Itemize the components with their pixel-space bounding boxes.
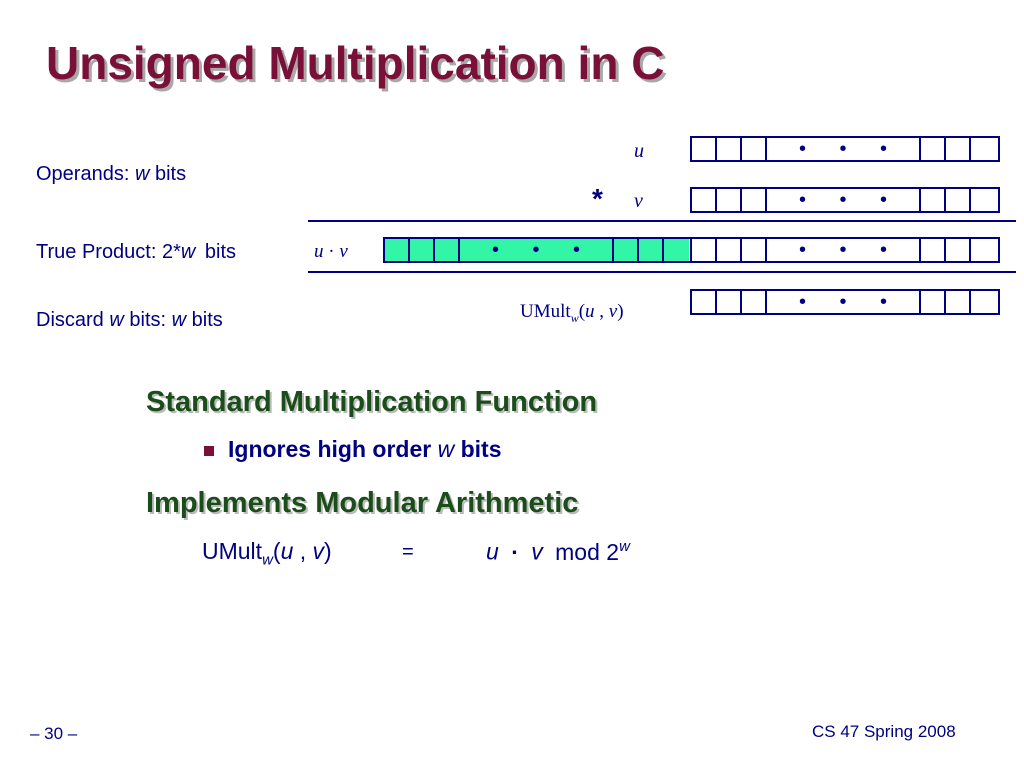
bullet-ignores-high-order: Ignores high order w bits: [204, 436, 501, 463]
bit-cell: [742, 291, 767, 313]
bottom-divider: [308, 271, 1016, 273]
operands-text: Operands:: [36, 163, 130, 185]
bit-cell: [692, 138, 717, 160]
discard-bits2: bits: [191, 309, 223, 331]
umult-comma: ,: [599, 301, 605, 322]
formula-open: (: [272, 538, 281, 564]
discard-w1: w: [109, 309, 124, 331]
ellipsis-dots: • • •: [767, 189, 921, 211]
formula-exp: w: [619, 538, 630, 555]
formula-rhs-v: v: [531, 538, 543, 565]
u-label: u: [634, 140, 644, 162]
product-high-register: • • •: [383, 237, 692, 263]
bit-cell: [614, 239, 639, 261]
ellipsis-dots: • • •: [767, 239, 921, 261]
operands-w: w: [134, 163, 150, 185]
heading-standard-multiplication: Standard Multiplication Function: [146, 386, 598, 418]
bit-cell: [946, 138, 971, 160]
umult-formula: UMultw(u , v): [202, 538, 332, 569]
bit-cell: [717, 291, 742, 313]
bit-cell: [971, 189, 996, 211]
bit-cell: [639, 239, 664, 261]
formula-rhs: u · v mod 2w: [486, 538, 630, 566]
bit-cell: [664, 239, 689, 261]
bit-cell: [946, 189, 971, 211]
formula-u: u: [280, 538, 294, 564]
u-register: • • •: [690, 136, 1000, 162]
bit-cell: [692, 189, 717, 211]
bit-cell: [692, 291, 717, 313]
product-low-register: • • •: [690, 237, 1000, 263]
discard-text: Discard: [36, 309, 104, 331]
umult-sub: w: [570, 310, 579, 325]
discard-label: Discard w bits: w bits: [36, 309, 223, 332]
formula-rhs-u: u: [486, 538, 499, 565]
bit-cell: [717, 189, 742, 211]
formula-mod: mod 2: [555, 538, 620, 565]
umult-prefix: UMult: [520, 301, 571, 322]
v-label: v: [634, 190, 643, 212]
bit-cell: [971, 138, 996, 160]
uv-label: u · v: [314, 241, 348, 263]
bit-cell: [946, 239, 971, 261]
bit-cell: [717, 138, 742, 160]
true-product-bits: bits: [204, 241, 237, 263]
true-product-text: True Product: 2*: [36, 241, 181, 263]
v-register: • • •: [690, 187, 1000, 213]
umult-open: (: [578, 301, 586, 322]
formula-umult: UMult: [202, 538, 263, 564]
formula-comma: ,: [299, 538, 307, 564]
umult-close: ): [617, 301, 624, 322]
bit-cell: [971, 239, 996, 261]
bit-cell: [921, 239, 946, 261]
bit-cell: [971, 291, 996, 313]
ellipsis-dots: • • •: [767, 138, 921, 160]
bit-cell: [742, 189, 767, 211]
umult-u: u: [585, 301, 595, 322]
uv-dot: ·: [328, 241, 335, 262]
bullet1-pre: Ignores high order: [228, 436, 432, 462]
bit-cell: [410, 239, 435, 261]
formula-rhs-dot: ·: [511, 538, 519, 565]
operands-bits: bits: [154, 163, 187, 185]
slide-title: Unsigned Multiplication in C: [46, 37, 665, 89]
umult-v: v: [608, 301, 618, 322]
operands-label: Operands: w bits: [36, 163, 186, 186]
formula-v: v: [312, 538, 325, 564]
page-number: – 30 –: [30, 724, 78, 743]
bit-cell: [921, 189, 946, 211]
true-product-label: True Product: 2*w bits: [36, 241, 236, 264]
true-product-w: w: [180, 241, 196, 263]
formula-equals: =: [402, 541, 414, 563]
umult-label: UMultw(u , v): [520, 301, 624, 326]
bit-cell: [435, 239, 460, 261]
discard-bits1: bits:: [129, 309, 167, 331]
uv-u: u: [314, 241, 324, 262]
bit-cell: [742, 138, 767, 160]
bullet1-w: w: [437, 436, 455, 462]
bullet1-post: bits: [460, 436, 502, 462]
discard-w2: w: [171, 309, 187, 331]
bit-cell: [692, 239, 717, 261]
heading-modular-arithmetic: Implements Modular Arithmetic: [146, 487, 579, 519]
bit-cell: [742, 239, 767, 261]
bit-cell: [921, 138, 946, 160]
course-label: CS 47 Spring 2008: [812, 722, 956, 741]
bit-cell: [385, 239, 410, 261]
multiply-sign: *: [592, 183, 603, 214]
bit-cell: [921, 291, 946, 313]
ellipsis-dots: • • •: [767, 291, 921, 313]
umult-register: • • •: [690, 289, 1000, 315]
formula-sub: w: [262, 551, 273, 569]
formula-close: ): [324, 538, 332, 564]
bit-cell: [717, 239, 742, 261]
bullet-square-icon: [204, 445, 214, 456]
uv-v: v: [339, 241, 348, 262]
top-divider: [308, 220, 1016, 222]
bit-cell: [946, 291, 971, 313]
ellipsis-dots: • • •: [460, 239, 614, 261]
